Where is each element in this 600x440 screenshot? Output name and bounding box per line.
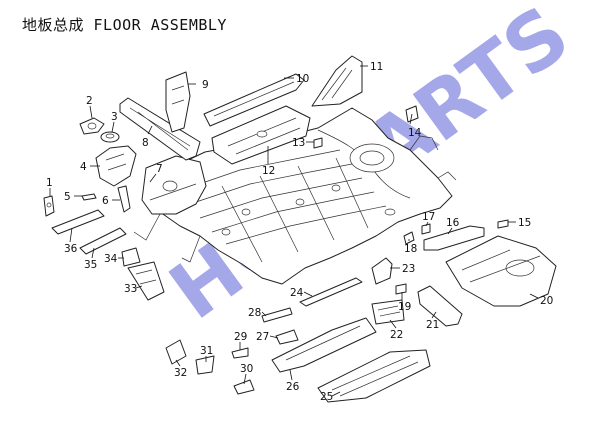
callout-27[interactable]: 27 (256, 331, 269, 343)
callout-28[interactable]: 28 (248, 307, 261, 319)
part-29-bracket[interactable] (231, 347, 249, 359)
callout-19[interactable]: 19 (398, 301, 411, 313)
part-12-floor-panel[interactable] (211, 105, 311, 165)
part-32-bracket[interactable] (165, 339, 187, 365)
callout-22[interactable]: 22 (390, 329, 403, 341)
part-36-rail[interactable] (51, 209, 105, 235)
callout-29[interactable]: 29 (234, 331, 247, 343)
part-19-clip[interactable] (395, 283, 407, 295)
callout-6[interactable]: 6 (102, 195, 109, 207)
callout-labels: 1 2 3 4 5 6 7 8 9 10 11 12 13 14 15 16 1… (46, 61, 553, 403)
part-7-front-assembly[interactable] (141, 155, 207, 215)
callout-13[interactable]: 13 (292, 137, 305, 149)
callout-30[interactable]: 30 (240, 363, 253, 375)
part-26-floor-pan[interactable] (271, 317, 377, 373)
part-16-cross-member[interactable] (423, 225, 485, 251)
part-4-bracket[interactable] (95, 145, 137, 187)
callout-33[interactable]: 33 (124, 283, 137, 295)
part-3-disc[interactable] (100, 131, 120, 143)
part-34-bracket[interactable] (121, 247, 141, 267)
callout-25[interactable]: 25 (320, 391, 333, 403)
part-24-beam[interactable] (299, 277, 363, 307)
callout-21[interactable]: 21 (426, 319, 439, 331)
part-22-bracket[interactable] (371, 299, 405, 325)
part-2-pad[interactable] (79, 117, 105, 135)
callout-12[interactable]: 12 (262, 165, 275, 177)
part-31-bracket[interactable] (195, 355, 215, 375)
callout-8[interactable]: 8 (142, 137, 149, 149)
part-35-rail[interactable] (79, 227, 127, 255)
part-10-member[interactable] (203, 73, 305, 127)
part-1-bracket[interactable] (43, 195, 55, 217)
part-25-floor-pan[interactable] (317, 349, 431, 403)
part-6-bracket[interactable] (117, 185, 131, 213)
callout-4[interactable]: 4 (80, 161, 87, 173)
callout-16[interactable]: 16 (446, 217, 460, 229)
part-5-bolt[interactable] (81, 193, 97, 201)
part-33-bracket[interactable] (127, 261, 165, 301)
callout-11[interactable]: 11 (370, 61, 383, 73)
callout-18[interactable]: 18 (404, 243, 417, 255)
part-13-clip[interactable] (313, 137, 323, 149)
callout-3[interactable]: 3 (111, 111, 118, 123)
part-27-bracket[interactable] (275, 329, 299, 345)
part-21-rail[interactable] (417, 285, 463, 327)
callout-26[interactable]: 26 (286, 381, 300, 393)
callout-2[interactable]: 2 (86, 95, 93, 107)
callout-24[interactable]: 24 (290, 287, 304, 299)
callout-17[interactable]: 17 (422, 211, 435, 223)
callout-31[interactable]: 31 (200, 345, 213, 357)
part-28-bracket[interactable] (261, 307, 293, 323)
callout-36[interactable]: 36 (64, 243, 78, 255)
callout-34[interactable]: 34 (104, 253, 118, 265)
part-23-bracket[interactable] (371, 257, 393, 285)
callout-15[interactable]: 15 (518, 217, 531, 229)
callout-35[interactable]: 35 (84, 259, 97, 271)
callout-10[interactable]: 10 (296, 73, 309, 85)
part-8-rail[interactable] (119, 97, 201, 161)
part-9-bracket[interactable] (165, 71, 191, 133)
callout-1[interactable]: 1 (46, 177, 53, 189)
leader-lines (49, 65, 539, 397)
part-17-clip[interactable] (421, 223, 431, 235)
callout-23[interactable]: 23 (402, 263, 415, 275)
callout-5[interactable]: 5 (64, 191, 71, 203)
part-18-clip[interactable] (403, 231, 415, 245)
part-11-panel[interactable] (311, 55, 363, 107)
callout-9[interactable]: 9 (202, 79, 209, 91)
callout-14[interactable]: 14 (408, 127, 422, 139)
callout-20[interactable]: 20 (540, 295, 553, 307)
callout-32[interactable]: 32 (174, 367, 187, 379)
callout-7[interactable]: 7 (156, 163, 163, 175)
part-20-rear-floor[interactable] (445, 235, 557, 307)
page-title: 地板总成 FLOOR ASSEMBLY (22, 16, 227, 34)
part-15-clip[interactable] (497, 219, 509, 229)
